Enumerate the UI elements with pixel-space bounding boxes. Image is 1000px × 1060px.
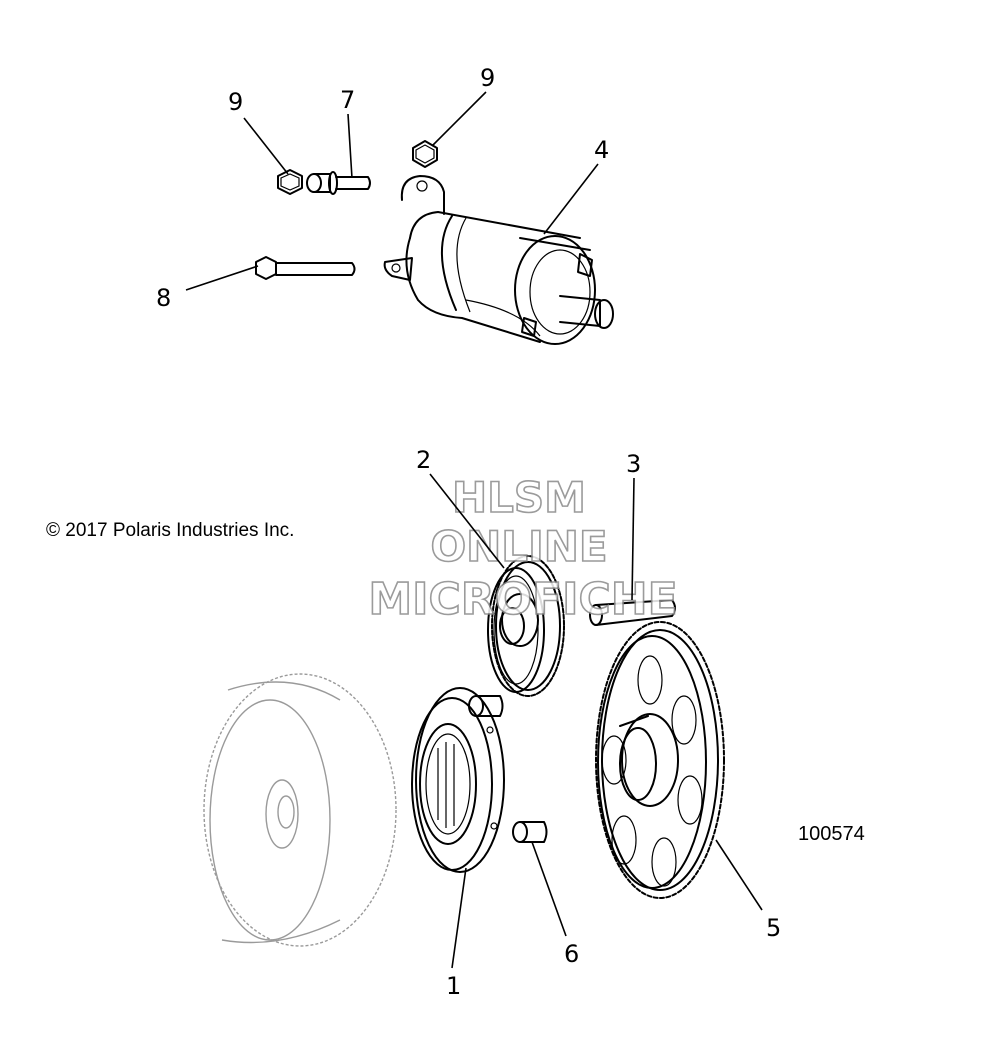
clutch-bolt-upper [468,695,504,717]
starter-motor [383,175,614,345]
callout-1: 1 [446,972,461,1000]
watermark-line-1: HLSM [452,473,586,522]
watermark-line-2: ONLINE [430,522,607,571]
copyright-text: © 2017 Polaris Industries Inc. [46,520,294,541]
callout-6: 6 [564,940,579,968]
watermark: HLSM ONLINE MICROFICHE [368,472,679,626]
stud-bolt [306,171,371,195]
callout-8: 8 [156,284,171,312]
callout-5: 5 [766,914,781,942]
gear-shaft [589,599,676,626]
flywheel-reference [203,673,397,947]
clutch-bolt-lower [512,821,548,843]
callout-4: 4 [594,136,609,164]
starter-driven-gear [595,621,725,899]
idler-gear [487,555,565,697]
long-bolt [255,256,356,280]
hex-nut-right [412,140,438,168]
callout-9-left: 9 [228,88,243,116]
one-way-clutch [411,687,505,873]
callout-2: 2 [416,446,431,474]
watermark-line-3: MICROFICHE [368,574,677,625]
hex-nut-left [277,169,303,195]
leader-lines [185,91,763,969]
callout-7: 7 [340,86,355,114]
callout-9-right: 9 [480,64,495,92]
callout-3: 3 [626,450,641,478]
diagram-number: 100574 [798,823,865,845]
